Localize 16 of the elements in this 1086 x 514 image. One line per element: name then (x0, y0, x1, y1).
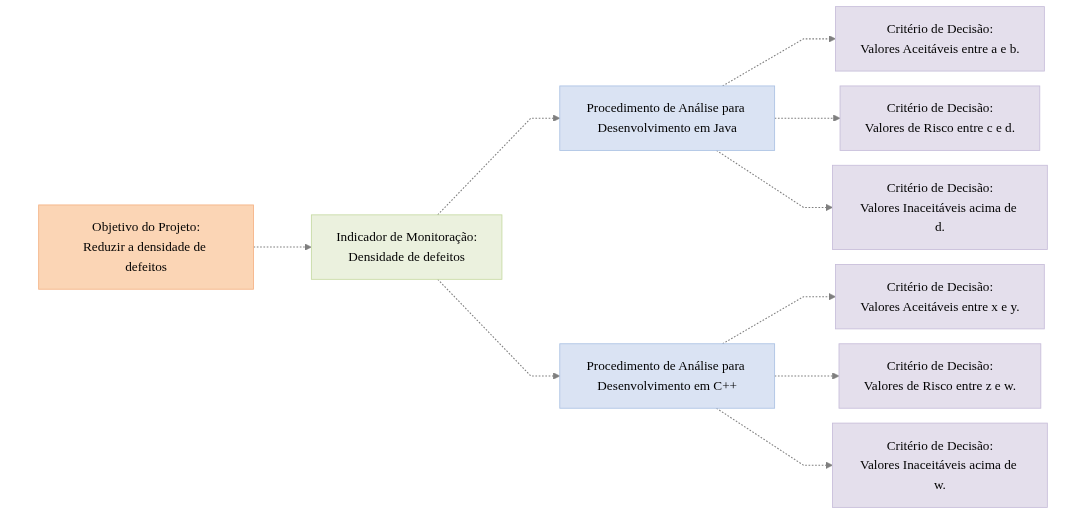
arrow (722, 293, 836, 345)
node-box: Indicador de Monitoração: Densidade de defeitos (310, 214, 503, 280)
node-box: Critério de Decisão: Valores de Risco entre z e w. (838, 343, 1042, 409)
node-box: Critério de Decisão: Valores Inaceitáveis acima de d. (832, 164, 1048, 250)
arrow (437, 114, 561, 216)
node-box: Procedimento de Análise para Desenvolvimento em C++ (559, 343, 776, 409)
arrow (437, 278, 561, 380)
node-box: Procedimento de Análise para Desenvolvimento em Java (559, 85, 776, 151)
node-box: Critério de Decisão: Valores Inaceitáveis acima de w. (832, 422, 1048, 508)
node-box: Critério de Decisão: Valores de Risco entre c e d. (839, 85, 1041, 151)
node-box: Critério de Decisão: Valores Aceitáveis entre a e b. (835, 6, 1045, 72)
arrow (774, 372, 840, 380)
node-box: Objetivo do Projeto: Reduzir a densidade de defeitos (38, 204, 254, 290)
arrow (253, 243, 312, 251)
arrow (774, 114, 841, 122)
node-box: Critério de Decisão: Valores Aceitáveis entre x e y. (835, 264, 1045, 330)
